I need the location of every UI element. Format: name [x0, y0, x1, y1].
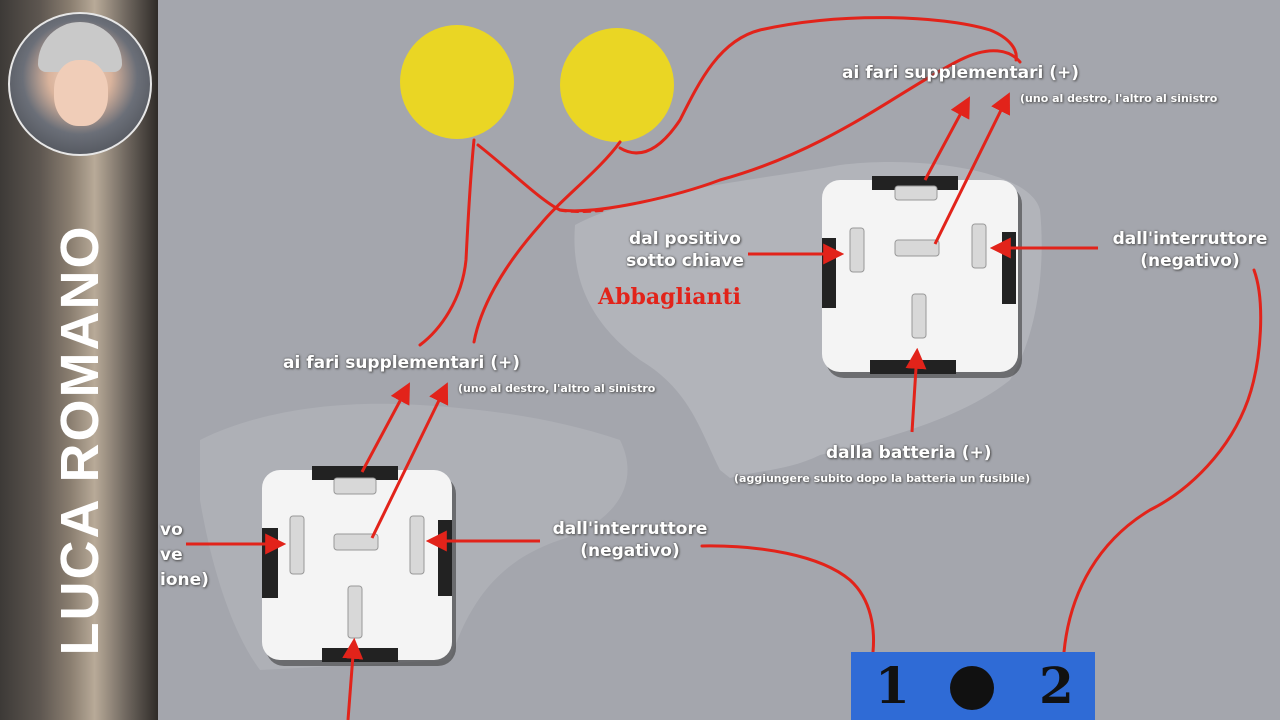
wire-switch1-left-relay — [700, 544, 875, 654]
arrow-right-out-b — [933, 92, 1010, 245]
label-right-interruttore: dall'interruttore (negativo) — [1100, 228, 1280, 272]
wire-lamp1-relay-left — [418, 138, 476, 347]
label-abbaglianti: Abbaglianti — [598, 284, 741, 310]
switch-box: 1 2 — [851, 652, 1095, 720]
label-battery: dalla batteria (+) — [826, 443, 992, 463]
label-left-out: ai fari supplementari (+) — [283, 353, 520, 373]
relay-right — [822, 176, 1022, 378]
label-left-interruttore-line2: (negativo) — [580, 541, 680, 561]
wire-lamp2-relay-right — [618, 16, 1018, 155]
label-left-interruttore: dall'interruttore (negativo) — [540, 518, 720, 562]
wire-switch2-right-relay — [1062, 268, 1263, 654]
label-right-interruttore-line1: dall'interruttore — [1112, 229, 1268, 249]
avatar — [8, 12, 152, 156]
label-dal-positivo-line2: sotto chiave — [626, 251, 744, 271]
label-cut-line3: ione) — [160, 570, 209, 590]
switch-terminal-1: 1 — [875, 656, 910, 715]
label-right-interruttore-line2: (negativo) — [1140, 251, 1240, 271]
channel-sidebar: LUCA ROMANO — [0, 0, 158, 720]
headlamp-right — [560, 28, 674, 142]
label-right-out: ai fari supplementari (+) — [842, 63, 1079, 83]
label-right-out-note: (uno al destro, l'altro al sinistro — [1020, 92, 1218, 105]
wire-dashed-gap — [558, 208, 607, 213]
arrow-left-out-a — [360, 382, 410, 473]
wire-lamp1-relay-right — [476, 49, 1022, 213]
headlamp-left — [400, 25, 514, 139]
switch-terminal-2: 2 — [1039, 656, 1074, 715]
arrow-right-from-battery — [905, 347, 927, 433]
label-cut-line1: vo — [160, 520, 183, 540]
label-left-out-note: (uno al destro, l'altro al sinistro — [458, 382, 656, 395]
label-cut-line2: ve — [160, 545, 183, 565]
label-dal-positivo-line1: dal positivo — [629, 229, 741, 249]
label-battery-note: (aggiungere subito dopo la batteria un f… — [734, 472, 1031, 485]
switch-center-dot — [950, 666, 994, 710]
label-dal-positivo: dal positivo sotto chiave — [605, 228, 765, 272]
label-left-interruttore-line1: dall'interruttore — [552, 519, 708, 539]
face-shape — [54, 60, 108, 126]
arrow-left-out-b — [370, 382, 449, 539]
arrow-left-from-battery — [342, 637, 364, 720]
relay-left — [262, 466, 456, 666]
arrow-right-out-a — [923, 96, 970, 181]
channel-name: LUCA ROMANO — [50, 224, 110, 656]
wire-lamp2-relay-left — [472, 140, 622, 344]
